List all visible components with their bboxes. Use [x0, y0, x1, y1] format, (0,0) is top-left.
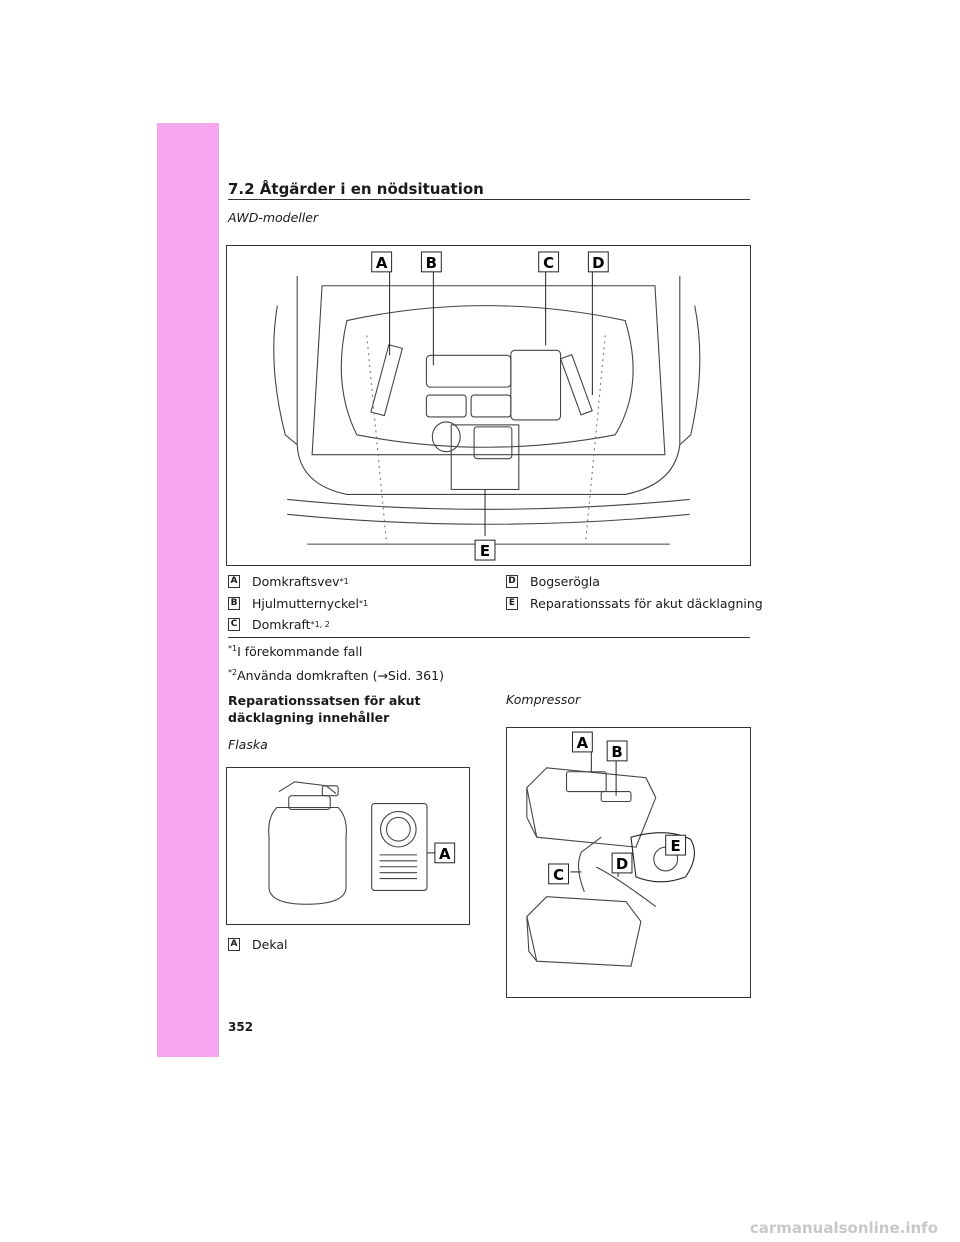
legend-key: C [228, 618, 240, 631]
watermark: carmanualsonline.info [749, 1219, 938, 1237]
trunk-callout-e: E [474, 539, 496, 561]
svg-text:D: D [592, 254, 604, 272]
legend-label: Reparationssats för akut däcklagning [530, 596, 763, 611]
trunk-callout-d: D [587, 251, 609, 273]
legend-divider [228, 637, 750, 638]
bottle-illustration: A [226, 767, 470, 925]
compressor-callout-d: D [611, 852, 633, 874]
legend-item-d: D Bogserögla [506, 574, 600, 589]
svg-text:E: E [671, 837, 681, 855]
trunk-callout-b: B [420, 251, 442, 273]
legend-key: A [228, 938, 240, 951]
legend-label: Domkraft [252, 617, 311, 632]
compressor-callout-e: E [665, 834, 687, 856]
title-divider [228, 199, 750, 200]
svg-text:B: B [426, 254, 437, 272]
legend-label: Hjulmutternyckel [252, 596, 359, 611]
bottle-legend-item-a: A Dekal [228, 937, 287, 952]
kit-heading: Reparationssatsen för akut däcklagning i… [228, 693, 421, 725]
legend-key: D [506, 575, 518, 588]
legend-footnote-ref: *1 [358, 599, 369, 608]
compressor-drawing: A B C D E [526, 731, 695, 967]
svg-text:D: D [616, 855, 628, 873]
page-number: 352 [228, 1020, 254, 1034]
svg-text:C: C [543, 254, 554, 272]
trunk-drawing: A B C D E [273, 251, 701, 561]
svg-text:E: E [480, 542, 490, 560]
legend-item-b: B Hjulmutternyckel*1 [228, 596, 368, 611]
footnote-text: Använda domkraften (→Sid. 361) [237, 668, 444, 684]
svg-text:B: B [611, 743, 622, 761]
trunk-callout-c: C [538, 251, 560, 273]
compressor-callout-c: C [548, 863, 569, 885]
footnote-1: *1I förekommande fall [228, 644, 362, 659]
footnote-2: *2Använda domkraften (→Sid. 361) [228, 668, 444, 683]
legend-item-a: A Domkraftsvev*1 [228, 574, 349, 589]
trunk-callout-a: A [371, 251, 393, 273]
chapter-tab [157, 123, 219, 1057]
legend-key: A [228, 575, 240, 588]
trunk-illustration: A B C D E [226, 245, 751, 566]
legend-item-e: E Reparationssats för akut däcklagning [506, 596, 763, 611]
legend-footnote-ref: *1 [339, 577, 349, 586]
compressor-callout-a: A [571, 731, 593, 753]
svg-text:A: A [376, 254, 388, 272]
legend-label: Bogserögla [530, 574, 600, 589]
section-title: 7.2 Åtgärder i en nödsituation [228, 180, 484, 198]
compressor-caption: Kompressor [506, 692, 581, 707]
legend-footnote-ref: *1, 2 [310, 620, 330, 629]
footnote-text: I förekommande fall [237, 644, 363, 660]
legend-label: Dekal [252, 937, 288, 952]
legend-item-c: C Domkraft*1, 2 [228, 617, 330, 632]
legend-label: Domkraftsvev [252, 574, 340, 589]
bottle-drawing: A [268, 781, 456, 905]
legend-key: B [228, 597, 240, 610]
compressor-callout-b: B [606, 740, 628, 762]
svg-text:C: C [553, 866, 564, 884]
svg-text:A: A [439, 846, 451, 863]
footnote-marker: *1 [228, 644, 238, 653]
model-caption: AWD-modeller [228, 210, 319, 225]
legend-key: E [506, 597, 518, 610]
footnote-marker: *2 [228, 668, 238, 677]
svg-text:A: A [577, 734, 589, 752]
compressor-illustration: A B C D E [506, 727, 751, 998]
bottle-callout-a: A [434, 842, 456, 864]
bottle-caption: Flaska [228, 737, 268, 752]
